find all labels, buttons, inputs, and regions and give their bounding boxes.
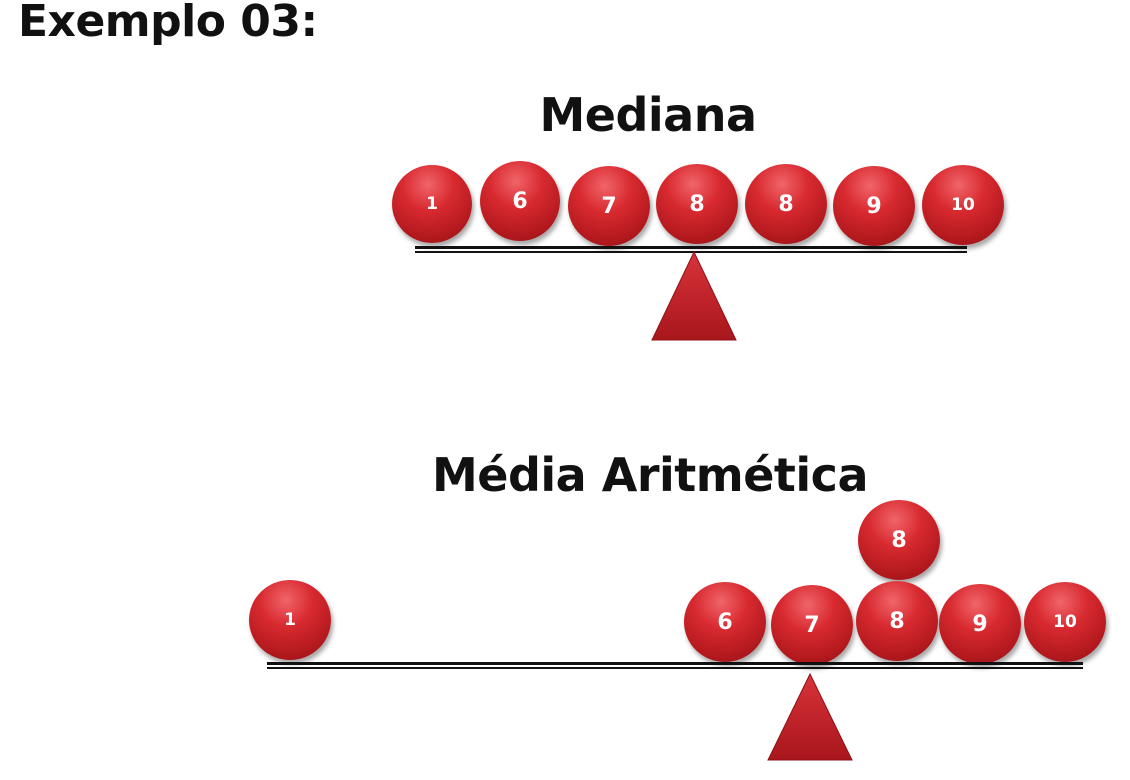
mediana-ball-3: 7 bbox=[568, 166, 650, 246]
media-stacked-ball: 8 bbox=[858, 500, 940, 580]
media-fulcrum-triangle bbox=[767, 672, 853, 761]
media-ball-1: 1 bbox=[249, 580, 331, 660]
mediana-fulcrum-triangle bbox=[651, 250, 737, 341]
media-ball-6: 10 bbox=[1024, 582, 1106, 662]
mediana-balance-beam bbox=[415, 246, 967, 253]
slide-title: Exemplo 03: bbox=[18, 0, 318, 47]
mediana-ball-6: 9 bbox=[833, 166, 915, 246]
mediana-title: Mediana bbox=[539, 88, 758, 142]
media-title: Média Aritmética bbox=[432, 448, 868, 502]
media-ball-4: 8 bbox=[856, 581, 938, 661]
mediana-ball-1: 1 bbox=[392, 165, 472, 243]
mediana-ball-4: 8 bbox=[656, 164, 738, 244]
media-ball-5: 9 bbox=[939, 584, 1021, 664]
mediana-ball-7: 10 bbox=[922, 165, 1004, 245]
media-balance-beam bbox=[267, 662, 1083, 669]
media-ball-2: 6 bbox=[684, 582, 766, 662]
media-ball-3: 7 bbox=[771, 585, 853, 665]
mediana-ball-2: 6 bbox=[480, 161, 560, 241]
mediana-ball-5: 8 bbox=[745, 164, 827, 244]
